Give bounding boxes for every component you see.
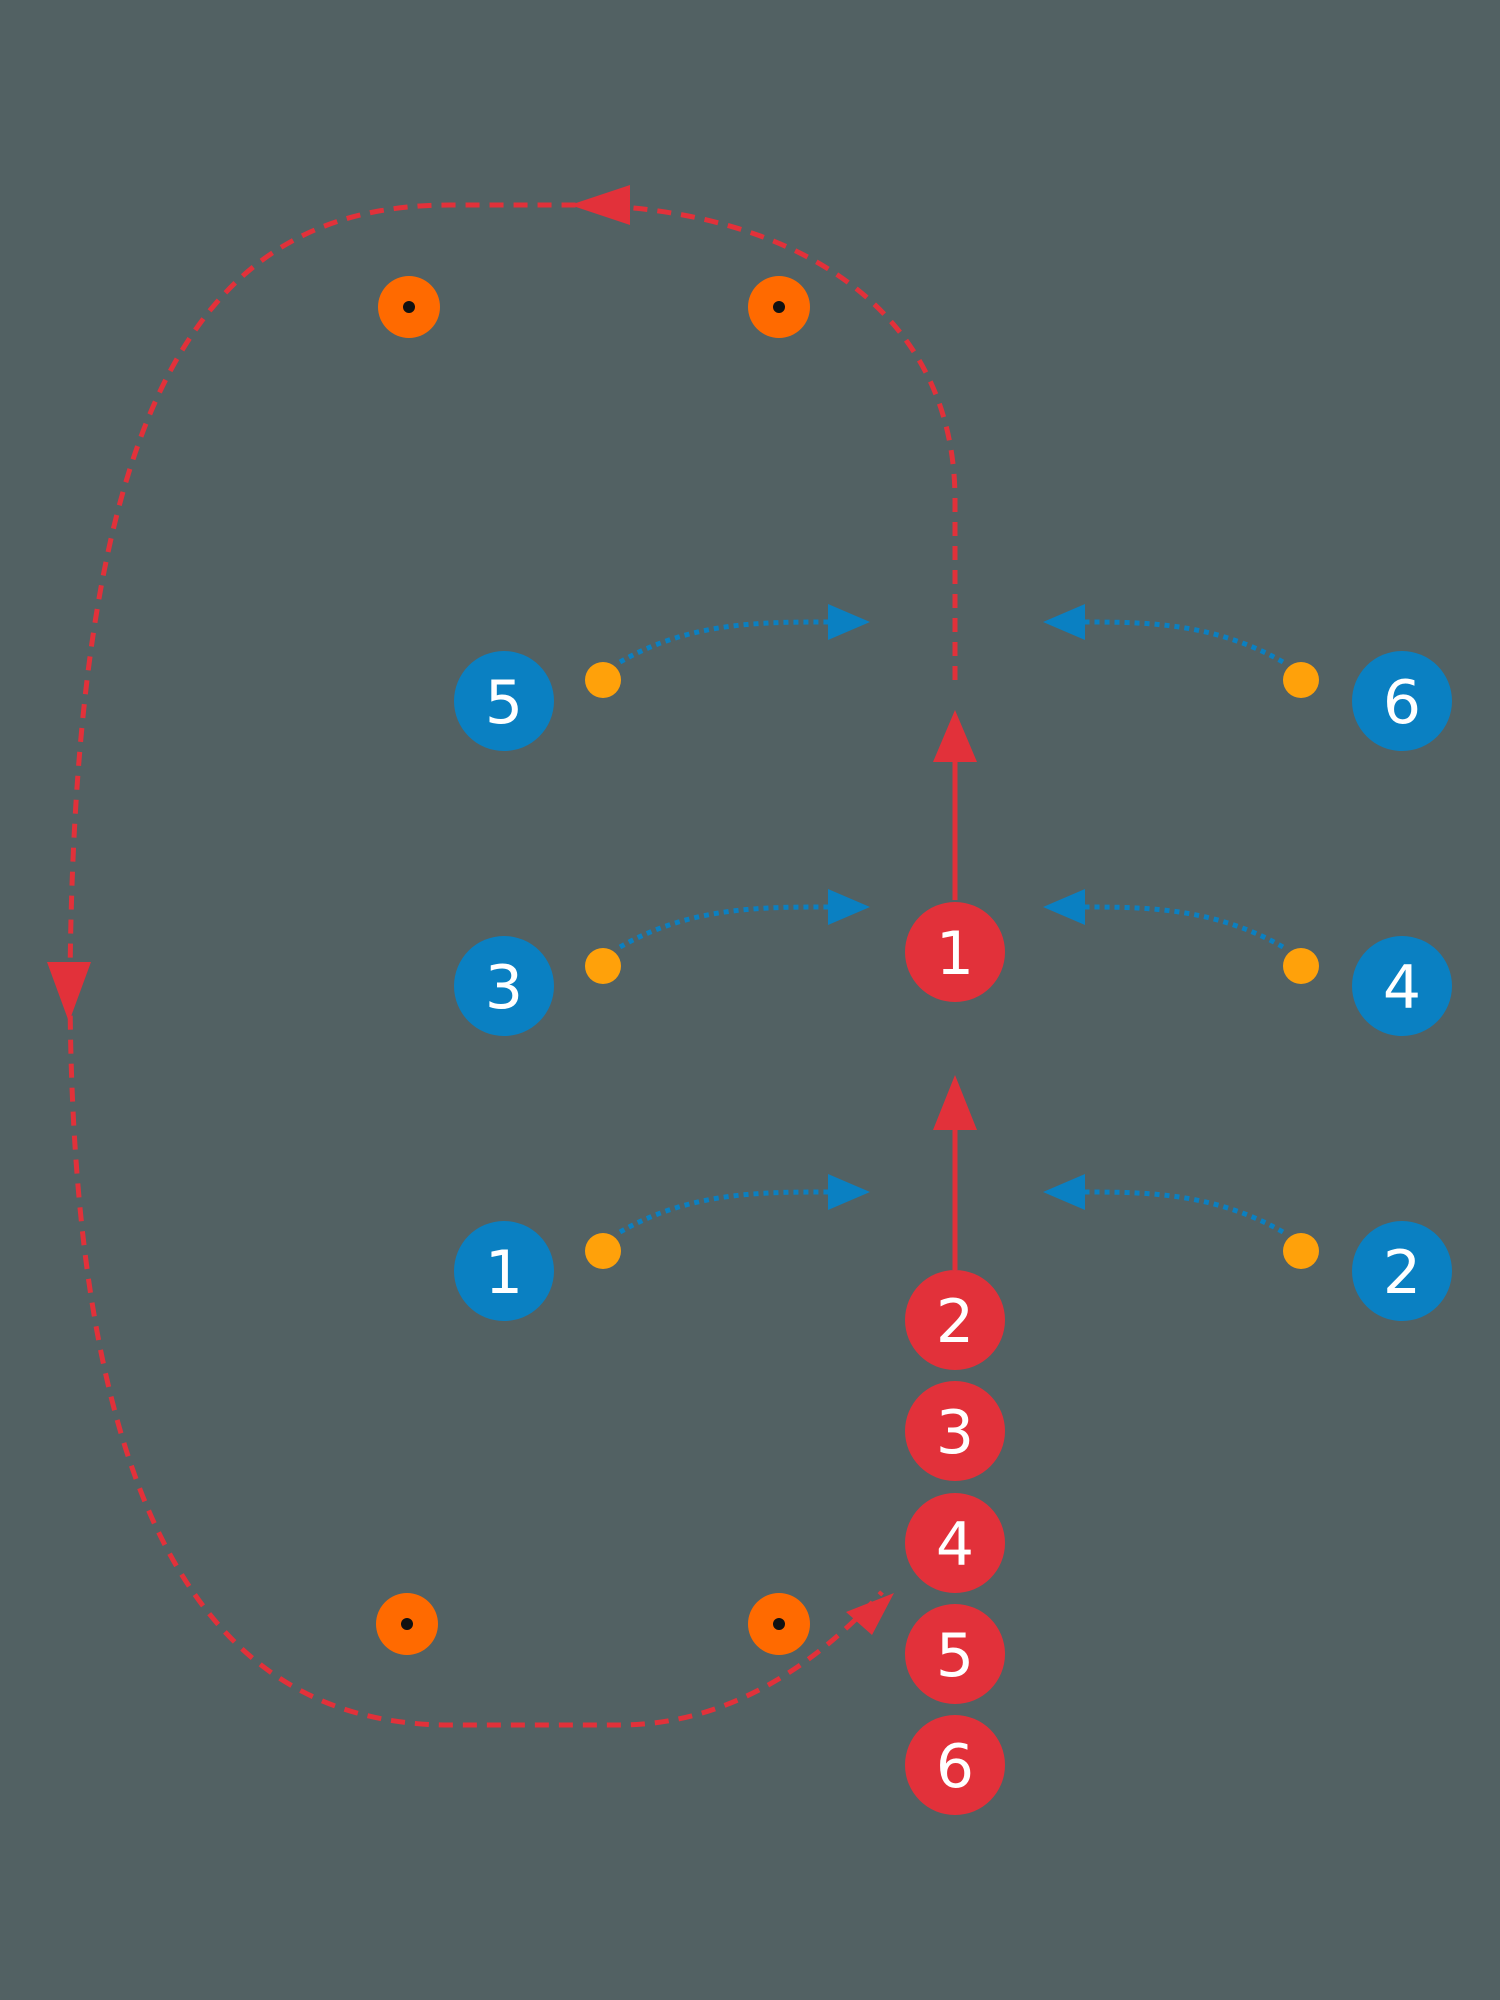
red-player-3: 3 [905, 1381, 1005, 1481]
blue-arrowhead-right-bottom [1043, 1174, 1085, 1210]
blue-arrowhead-left-mid [828, 889, 870, 925]
blue-pass-path-left-bottom [618, 1189, 831, 1235]
blue-pass-path-right-bottom [1082, 1189, 1285, 1235]
cone-top-right [748, 276, 810, 338]
blue-arrowhead-right-mid [1043, 889, 1085, 925]
red-player-1-label: 1 [936, 919, 974, 989]
ball-left-bottom [585, 1233, 621, 1269]
blue-pass-path-right-top [1082, 619, 1285, 665]
red-pass-arrowhead-upper [933, 710, 977, 762]
blue-player-2-label: 2 [1383, 1238, 1421, 1308]
ball-left-top [585, 662, 621, 698]
blue-player-5-label: 5 [485, 668, 523, 738]
blue-player-1: 1 [454, 1221, 554, 1321]
red-player-4-label: 4 [936, 1510, 974, 1580]
blue-pass-path-left-mid [618, 904, 831, 950]
loop-arrowhead-left [47, 962, 91, 1022]
cone-bottom-left [376, 1593, 438, 1655]
blue-player-4: 4 [1352, 936, 1452, 1036]
ball-right-top [1283, 662, 1319, 698]
blue-pass-path-right-mid [1082, 904, 1285, 950]
cone-top-left [378, 276, 440, 338]
red-player-5-label: 5 [936, 1621, 974, 1691]
red-player-5: 5 [905, 1604, 1005, 1704]
red-player-6: 6 [905, 1715, 1005, 1815]
blue-player-4-label: 4 [1383, 953, 1421, 1023]
blue-arrowhead-right-top [1043, 604, 1085, 640]
blue-player-1-label: 1 [485, 1238, 523, 1308]
loop-arrowhead-top [570, 185, 630, 225]
blue-player-3: 3 [454, 936, 554, 1036]
cone-bottom-right [748, 1593, 810, 1655]
blue-pass-path-left-top [618, 619, 831, 665]
ball-right-mid [1283, 948, 1319, 984]
red-run-path-loop [67, 202, 958, 1728]
blue-player-2: 2 [1352, 1221, 1452, 1321]
red-player-1: 1 [905, 902, 1005, 1002]
red-player-2-label: 2 [936, 1287, 974, 1357]
red-player-2: 2 [905, 1270, 1005, 1370]
blue-arrowhead-left-top [828, 604, 870, 640]
blue-player-5: 5 [454, 651, 554, 751]
ball-right-bottom [1283, 1233, 1319, 1269]
blue-player-6-label: 6 [1383, 668, 1421, 738]
red-player-6-label: 6 [936, 1732, 974, 1802]
red-pass-arrowhead-lower [933, 1075, 977, 1130]
blue-arrowhead-left-bottom [828, 1174, 870, 1210]
red-player-4: 4 [905, 1493, 1005, 1593]
blue-player-6: 6 [1352, 651, 1452, 751]
red-player-3-label: 3 [936, 1398, 974, 1468]
ball-left-mid [585, 948, 621, 984]
loop-arrowhead-bottom [846, 1593, 894, 1635]
blue-player-3-label: 3 [485, 953, 523, 1023]
